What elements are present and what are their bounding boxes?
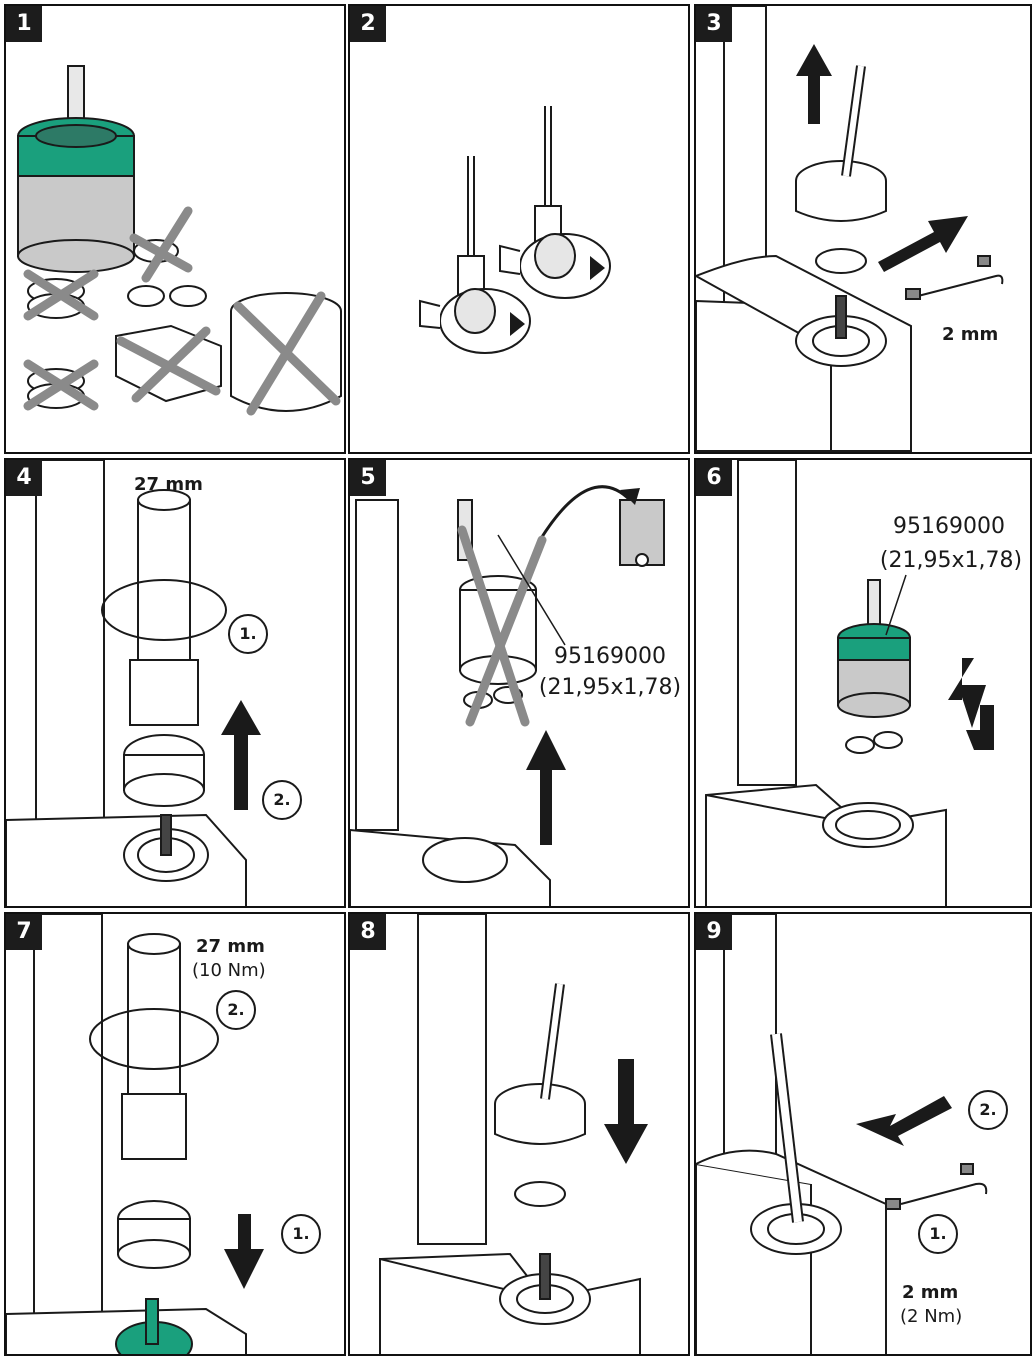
part-spec-label: (21,95x1,78) — [535, 673, 685, 703]
cartridge-parts-illustration — [6, 6, 346, 454]
step-panel-4: 4 27 mm 1. 2. — [4, 458, 346, 908]
step-panel-3: 3 2 mm — [694, 4, 1032, 454]
step-panel-6: 6 95169000 (21,95x1,78) — [694, 458, 1032, 908]
part-number-label: 95169000 — [874, 512, 1024, 542]
step-panel-8: 8 — [348, 912, 690, 1356]
step-order-2-badge: 2. — [968, 1090, 1008, 1130]
step-order-1-badge: 1. — [918, 1214, 958, 1254]
wrench-size-label: 2 mm — [942, 324, 998, 345]
step-order-1-badge: 1. — [281, 1214, 321, 1254]
step-order-2-badge: 2. — [262, 780, 302, 820]
step-panel-7: 7 27 mm (10 Nm) 2. 1. — [4, 912, 346, 1356]
step-number: 4 — [6, 460, 42, 496]
step-number: 1 — [6, 6, 42, 42]
socket-wrench-install-illustration — [6, 914, 346, 1356]
step-panel-5: 5 95169000 (21,95x1,78) — [348, 458, 690, 908]
step-number: 9 — [696, 914, 732, 950]
step-panel-9: 9 2. 1. 2 mm (2 Nm) — [694, 912, 1032, 1356]
screw-tighten-illustration — [696, 914, 1032, 1356]
handle-install-illustration — [350, 914, 690, 1356]
step-number: 3 — [696, 6, 732, 42]
part-number-label: 95169000 — [550, 642, 670, 672]
step-number: 6 — [696, 460, 732, 496]
step-number: 5 — [350, 460, 386, 496]
step-number: 2 — [350, 6, 386, 42]
wrench-size-label: 27 mm — [134, 474, 203, 495]
wrench-size-label: 2 mm — [902, 1282, 958, 1303]
step-number: 7 — [6, 914, 42, 950]
wrench-size-label: 27 mm — [196, 936, 265, 957]
step-panel-2: 2 — [348, 4, 690, 454]
step-panel-1: 1 — [4, 4, 346, 454]
shutoff-valves-illustration — [350, 6, 690, 454]
step-order-2-badge: 2. — [216, 990, 256, 1030]
part-spec-label: (21,95x1,78) — [871, 546, 1031, 576]
step-number: 8 — [350, 914, 386, 950]
socket-wrench-removal-illustration — [6, 460, 346, 908]
torque-label: (10 Nm) — [192, 960, 266, 981]
torque-label: (2 Nm) — [900, 1306, 962, 1327]
step-order-1-badge: 1. — [228, 614, 268, 654]
handle-removal-illustration — [696, 6, 1032, 454]
